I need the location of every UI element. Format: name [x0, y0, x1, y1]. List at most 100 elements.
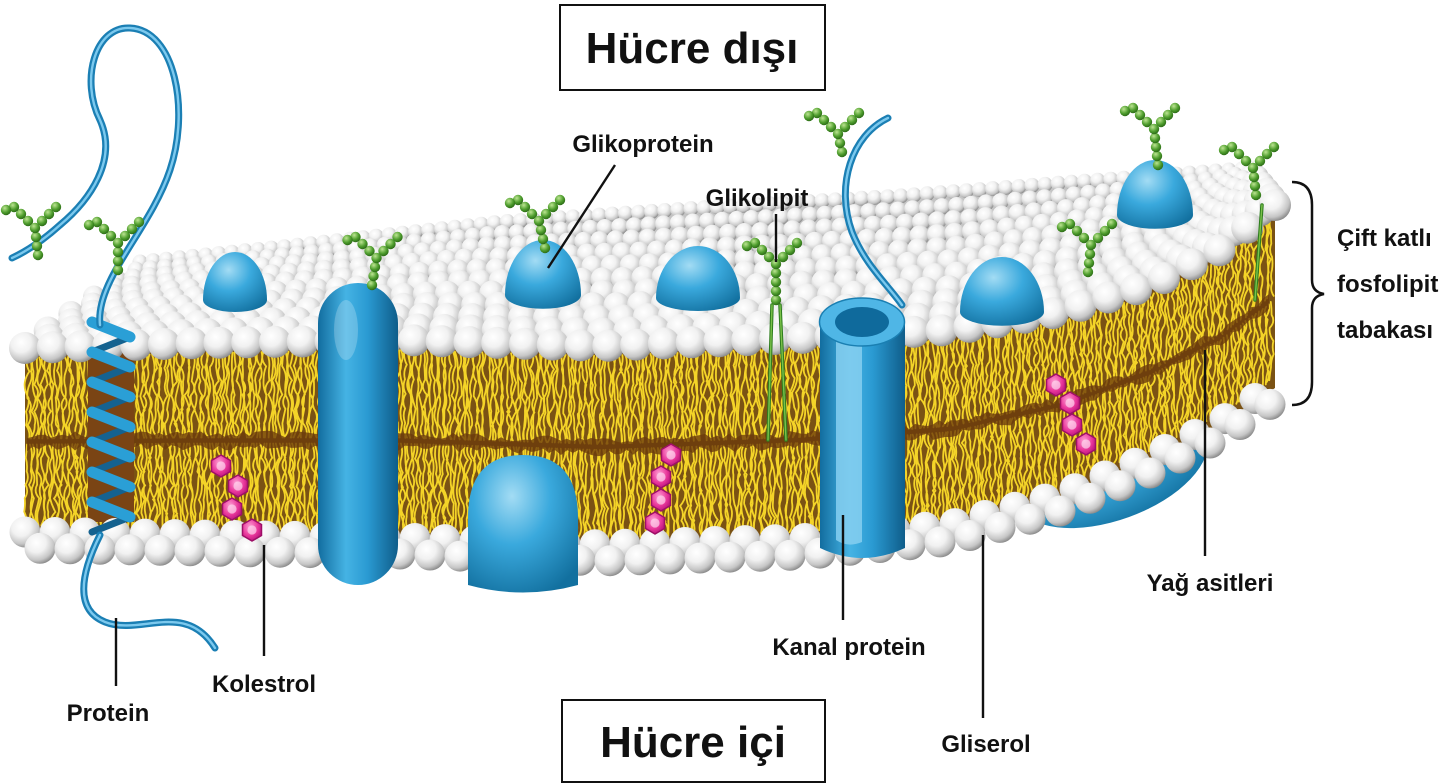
sugar-bead	[1269, 142, 1279, 152]
sugar-bead	[367, 280, 377, 290]
glycolipid-label: Glikolipit	[706, 185, 809, 212]
sugar-bead	[32, 241, 42, 251]
phospholipid-head	[1120, 273, 1152, 305]
phospholipid-head	[1092, 282, 1124, 314]
phospholipid-head	[1165, 443, 1196, 474]
bilayer-label-line-3: tabakası	[1337, 317, 1433, 344]
sugar-bead	[113, 238, 123, 248]
outside-title: Hücre dışı	[586, 24, 799, 73]
phospholipid-head	[565, 329, 597, 361]
phospholipid-head	[1075, 483, 1106, 514]
glycerol-label: Gliserol	[941, 731, 1030, 758]
cholesterol-ring-center	[247, 525, 256, 534]
sugar-bead	[1152, 151, 1162, 161]
channel-protein-label: Kanal protein	[772, 634, 925, 661]
phospholipid-head	[148, 328, 180, 360]
sugar-bead	[771, 295, 781, 305]
cholesterol-ring-center	[1081, 439, 1090, 448]
phospholipid-head	[955, 520, 986, 551]
phospholipid-head	[787, 322, 819, 354]
phospholipid-head	[426, 325, 458, 357]
sugar-bead	[51, 202, 61, 212]
fatty-acids-label: Yağ asitleri	[1147, 570, 1274, 597]
phospholipid-head	[287, 326, 319, 358]
phospholipid-head	[880, 189, 895, 204]
phospholipid-head	[537, 329, 569, 361]
phospholipid-head	[933, 185, 948, 200]
phospholipid-head	[655, 543, 686, 574]
phospholipid-head	[775, 540, 806, 571]
phospholipid-head	[592, 330, 624, 362]
sugar-bead	[771, 277, 781, 287]
phospholipid-head	[926, 314, 958, 346]
phospholipid-head	[893, 188, 908, 203]
inside-title: Hücre içi	[600, 718, 786, 767]
sugar-bead	[1084, 258, 1094, 268]
phospholipid-head	[203, 327, 235, 359]
phospholipid-head	[1015, 504, 1046, 535]
sugar-bead	[84, 220, 94, 230]
phospholipid-head	[920, 186, 935, 201]
sugar-bead	[31, 232, 41, 242]
phospholipid-head	[176, 327, 208, 359]
sugar-bead	[113, 256, 123, 266]
phospholipid-head	[685, 543, 716, 574]
glycoprotein-label: Glikoprotein	[572, 131, 713, 158]
sugar-bead	[1151, 142, 1161, 152]
phospholipid-head	[998, 180, 1013, 195]
sugar-bead	[1249, 172, 1259, 182]
sugar-bead	[505, 198, 515, 208]
phospholipid-head	[453, 326, 485, 358]
phospholipid-head	[676, 326, 708, 358]
phospholipid-head	[205, 536, 236, 567]
protein-label: Protein	[67, 700, 150, 727]
sugar-bead	[1219, 145, 1229, 155]
sugar-bead	[371, 253, 381, 263]
sugar-bead	[1251, 190, 1261, 200]
phospholipid-head	[703, 325, 735, 357]
phospholipid-head	[145, 535, 176, 566]
phospholipid-head	[1195, 428, 1226, 459]
sugar-bead	[771, 286, 781, 296]
phospholipid-head	[231, 326, 263, 358]
phospholipid-head	[175, 535, 206, 566]
phospholipid-head	[1203, 234, 1235, 266]
channel-protein-body	[820, 322, 905, 558]
sugar-bead	[1083, 267, 1093, 277]
channel-opening	[835, 307, 889, 337]
sugar-bead	[134, 217, 144, 227]
phospholipid-head	[946, 184, 961, 199]
phospholipid-head	[595, 545, 626, 576]
sugar-bead	[835, 138, 845, 148]
sugar-bead	[536, 225, 546, 235]
bilayer-label-line-1: Çift katlı	[1337, 225, 1432, 252]
sugar-bead	[540, 243, 550, 253]
peripheral-protein	[468, 455, 578, 593]
phospholipid-head	[644, 204, 659, 219]
phospholipid-head	[25, 533, 56, 564]
sugar-bead	[555, 195, 565, 205]
phospholipid-head	[265, 537, 296, 568]
sugar-bead	[1153, 160, 1163, 170]
phospholipid-head	[509, 328, 541, 360]
cholesterol-ring-center	[656, 495, 665, 504]
sugar-bead	[792, 238, 802, 248]
sugar-bead	[538, 234, 548, 244]
bilayer-brace	[1292, 182, 1324, 405]
phospholipid-head	[1011, 179, 1026, 194]
sugar-bead	[1248, 163, 1258, 173]
sugar-bead	[30, 223, 40, 233]
phospholipid-head	[906, 187, 921, 202]
phospholipid-head	[625, 544, 656, 575]
sugar-bead	[1120, 106, 1130, 116]
sugar-bead	[534, 216, 544, 226]
phospholipid-head	[1255, 389, 1286, 420]
phospholipid-head	[259, 326, 291, 358]
sugar-bead	[1085, 249, 1095, 259]
channel-pore	[836, 332, 862, 545]
cholesterol-ring-center	[1051, 380, 1060, 389]
sugar-bead	[742, 241, 752, 251]
phospholipid-head	[1045, 496, 1076, 527]
phospholipid-head	[925, 526, 956, 557]
